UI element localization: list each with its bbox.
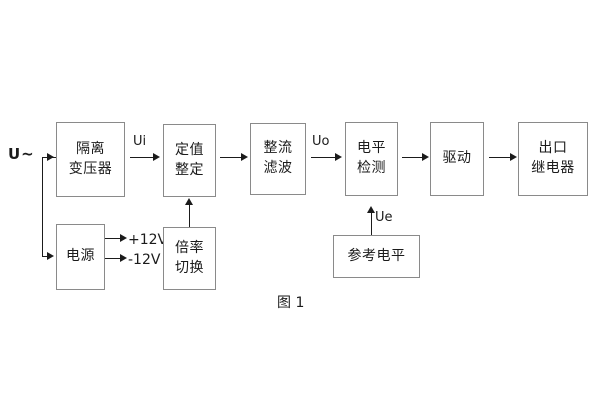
- block-rectify-filter: 整流 滤波: [250, 123, 306, 195]
- arrow-input-to-isolation-icon: [47, 153, 54, 161]
- block-level-detect: 电平 检测: [345, 122, 398, 196]
- arrow-multiplier-to-setting-icon: [185, 198, 193, 205]
- connector-multiplier-to-setting: [189, 204, 191, 227]
- multiplier-switch-line2: 切换: [175, 259, 204, 276]
- figure-caption: 图 1: [277, 295, 305, 311]
- rail-negative-label: -12V: [128, 252, 161, 268]
- connector-input-to-power: [42, 256, 49, 258]
- setting-value-line1: 定值: [175, 141, 204, 158]
- arrow-reference-to-level-icon: [367, 206, 375, 213]
- connector-reference-to-level: [371, 212, 373, 235]
- power-supply-line1: 电源: [66, 248, 95, 265]
- connector-power-rail-positive: [105, 238, 122, 240]
- rectify-filter-line2: 滤波: [263, 160, 293, 176]
- block-reference-level: 参考电平: [333, 235, 420, 278]
- isolation-transformer-line1: 隔离: [76, 140, 105, 157]
- isolation-transformer-line2: 变压器: [68, 160, 113, 177]
- connector-input-split-bus: [42, 157, 44, 256]
- connector-input-to-isolation: [42, 157, 49, 159]
- ue-label: Ue: [375, 210, 393, 225]
- uo-label: Uo: [312, 134, 330, 149]
- connector-power-rail-negative: [105, 258, 122, 260]
- arrow-isolation-to-setting-icon: [153, 153, 160, 161]
- ui-label: Ui: [133, 134, 147, 149]
- connector-isolation-to-setting: [130, 157, 155, 159]
- reference-level-line1: 参考电平: [347, 247, 406, 264]
- rail-positive-label: +12V: [128, 232, 168, 248]
- connector-setting-to-rectify: [220, 157, 243, 159]
- level-detect-line2: 检测: [357, 160, 386, 176]
- output-relay-line2: 继电器: [531, 160, 575, 176]
- block-power-supply: 电源: [56, 224, 105, 290]
- arrow-input-to-power-icon: [47, 252, 54, 260]
- connector-drive-to-relay: [489, 157, 512, 159]
- output-relay-line1: 出口: [538, 140, 568, 157]
- level-detect-line1: 电平: [357, 140, 386, 157]
- multiplier-switch-line1: 倍率: [175, 239, 204, 256]
- block-setting-value: 定值 整定: [163, 124, 216, 197]
- block-isolation-transformer: 隔离 变压器: [56, 122, 125, 197]
- connector-level-to-drive: [402, 157, 424, 159]
- setting-value-line2: 整定: [175, 161, 204, 178]
- connector-rectify-to-level: [311, 157, 337, 159]
- arrow-setting-to-rectify-icon: [241, 153, 248, 161]
- block-output-relay: 出口 继电器: [518, 122, 588, 196]
- arrow-drive-to-relay-icon: [510, 153, 517, 161]
- input-voltage-label: U~: [8, 145, 35, 163]
- arrow-level-to-drive-icon: [422, 153, 429, 161]
- drive-line1: 驱动: [442, 150, 472, 167]
- arrow-rail-negative-icon: [120, 254, 127, 262]
- rectify-filter-line1: 整流: [263, 140, 293, 157]
- block-drive: 驱动: [430, 122, 484, 196]
- arrow-rectify-to-level-icon: [335, 153, 342, 161]
- block-multiplier-switch: 倍率 切换: [163, 227, 216, 290]
- arrow-rail-positive-icon: [120, 234, 127, 242]
